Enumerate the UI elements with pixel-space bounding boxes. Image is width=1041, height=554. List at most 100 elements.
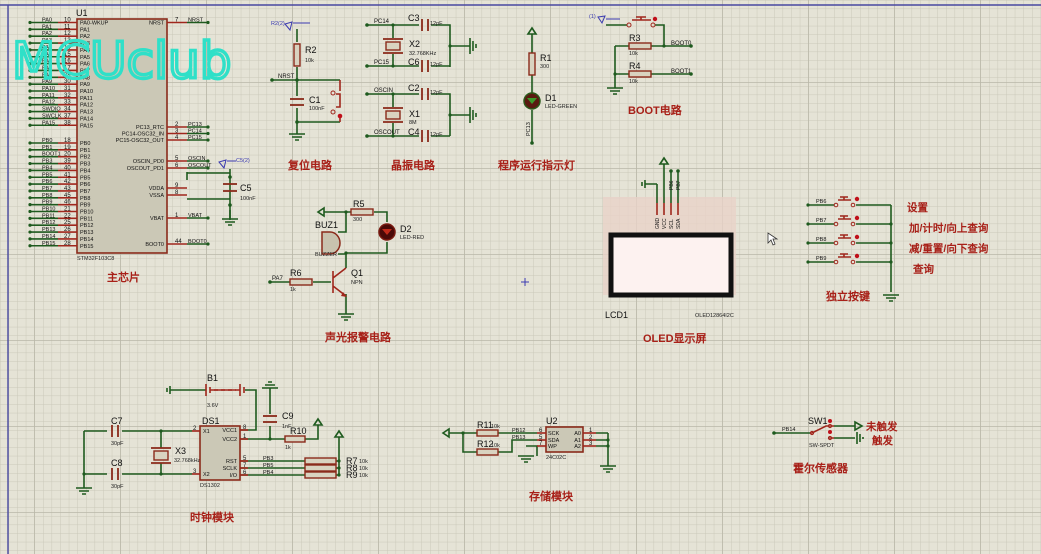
alarm-circuit[interactable]: R5 300 D2 LED-RED BUZ1 BUZZER Q1 NPN R6 … — [268, 199, 424, 344]
watermark-text: MCUclub — [12, 32, 231, 90]
buzzer-ref: BUZ1 — [315, 220, 338, 230]
pin-number: 25 — [64, 220, 71, 226]
pin-number: 2 — [193, 426, 197, 432]
pullup-ref: R9 — [346, 470, 358, 480]
pin-name: PA14 — [80, 116, 93, 122]
spdt-switch-icon[interactable] — [809, 419, 834, 441]
power-arrow-icon — [333, 429, 345, 438]
mcu-part: STM32F103C8 — [77, 256, 114, 262]
boot-circuit[interactable]: (1) R3 10k R4 10k BOOT0 BOOT1 BOOT电路 — [589, 14, 693, 117]
terminal — [28, 182, 32, 186]
pin-number: 14 — [64, 45, 71, 51]
q1-ref: Q1 — [351, 268, 363, 278]
clock-module[interactable]: B1 3.6V C9 1nF R10 1k C7 30pF C8 30pF — [76, 373, 368, 524]
oled-net-scl: PB6 — [669, 180, 675, 190]
reset-circuit[interactable]: R2(2) R2 10k NRST C1 100nF 复位电路 — [270, 21, 343, 172]
pin-net-label: PA12 — [42, 100, 55, 106]
pin-net-label: SWCLK — [42, 113, 62, 119]
oled-display[interactable]: PB6 PB7 GND VCC SCL SDA LCD1 OLED12864I2… — [603, 156, 736, 345]
pin-number: 12 — [64, 31, 71, 37]
pin-name: PA15 — [80, 123, 93, 129]
pin-name: RST — [226, 459, 238, 465]
hall-sensor[interactable]: SW1 PB14 SW-SPDT 未触发 触发 霍尔传感器 — [772, 416, 898, 475]
led-red-icon — [378, 223, 396, 241]
terminal — [530, 141, 534, 145]
pin-net-label: PB14 — [42, 234, 55, 240]
reset-pushbutton[interactable] — [330, 80, 343, 122]
crystal-circuit[interactable]: PC14 PC15 OSCIN OSCOUT C3 12pF C6 12pF C… — [365, 13, 477, 172]
c2-value: 12pF — [430, 90, 443, 96]
pin-name: PB6 — [80, 182, 90, 188]
terminal — [28, 20, 32, 25]
pin-name: PB3 — [80, 162, 90, 168]
net-pc14: PC14 — [374, 19, 390, 25]
indicator-circuit[interactable]: R1 300 D1 LED-GREEN PC13 程序运行指示灯 — [498, 26, 577, 172]
key-function-label: 查询 — [912, 263, 934, 276]
c8-ref: C8 — [111, 458, 123, 468]
pin-net-label: NRST — [188, 18, 204, 24]
pin-number: 8 — [243, 425, 247, 431]
hall-section-title: 霍尔传感器 — [793, 461, 849, 475]
pin-name: PA4 — [80, 48, 90, 54]
terminal — [28, 27, 32, 31]
junction — [613, 72, 617, 76]
d1-value: LED-GREEN — [545, 104, 577, 110]
ground-icon — [518, 455, 534, 463]
npn-transistor-icon — [332, 267, 347, 297]
voltage-probe-icon — [284, 21, 310, 32]
boot-pushbutton[interactable] — [606, 16, 665, 46]
r5-value: 300 — [353, 217, 362, 223]
terminal — [28, 168, 32, 172]
terminal — [206, 166, 210, 170]
key-button-pb6[interactable]: PB6 — [806, 196, 891, 208]
pin-name: PB2 — [80, 155, 90, 161]
